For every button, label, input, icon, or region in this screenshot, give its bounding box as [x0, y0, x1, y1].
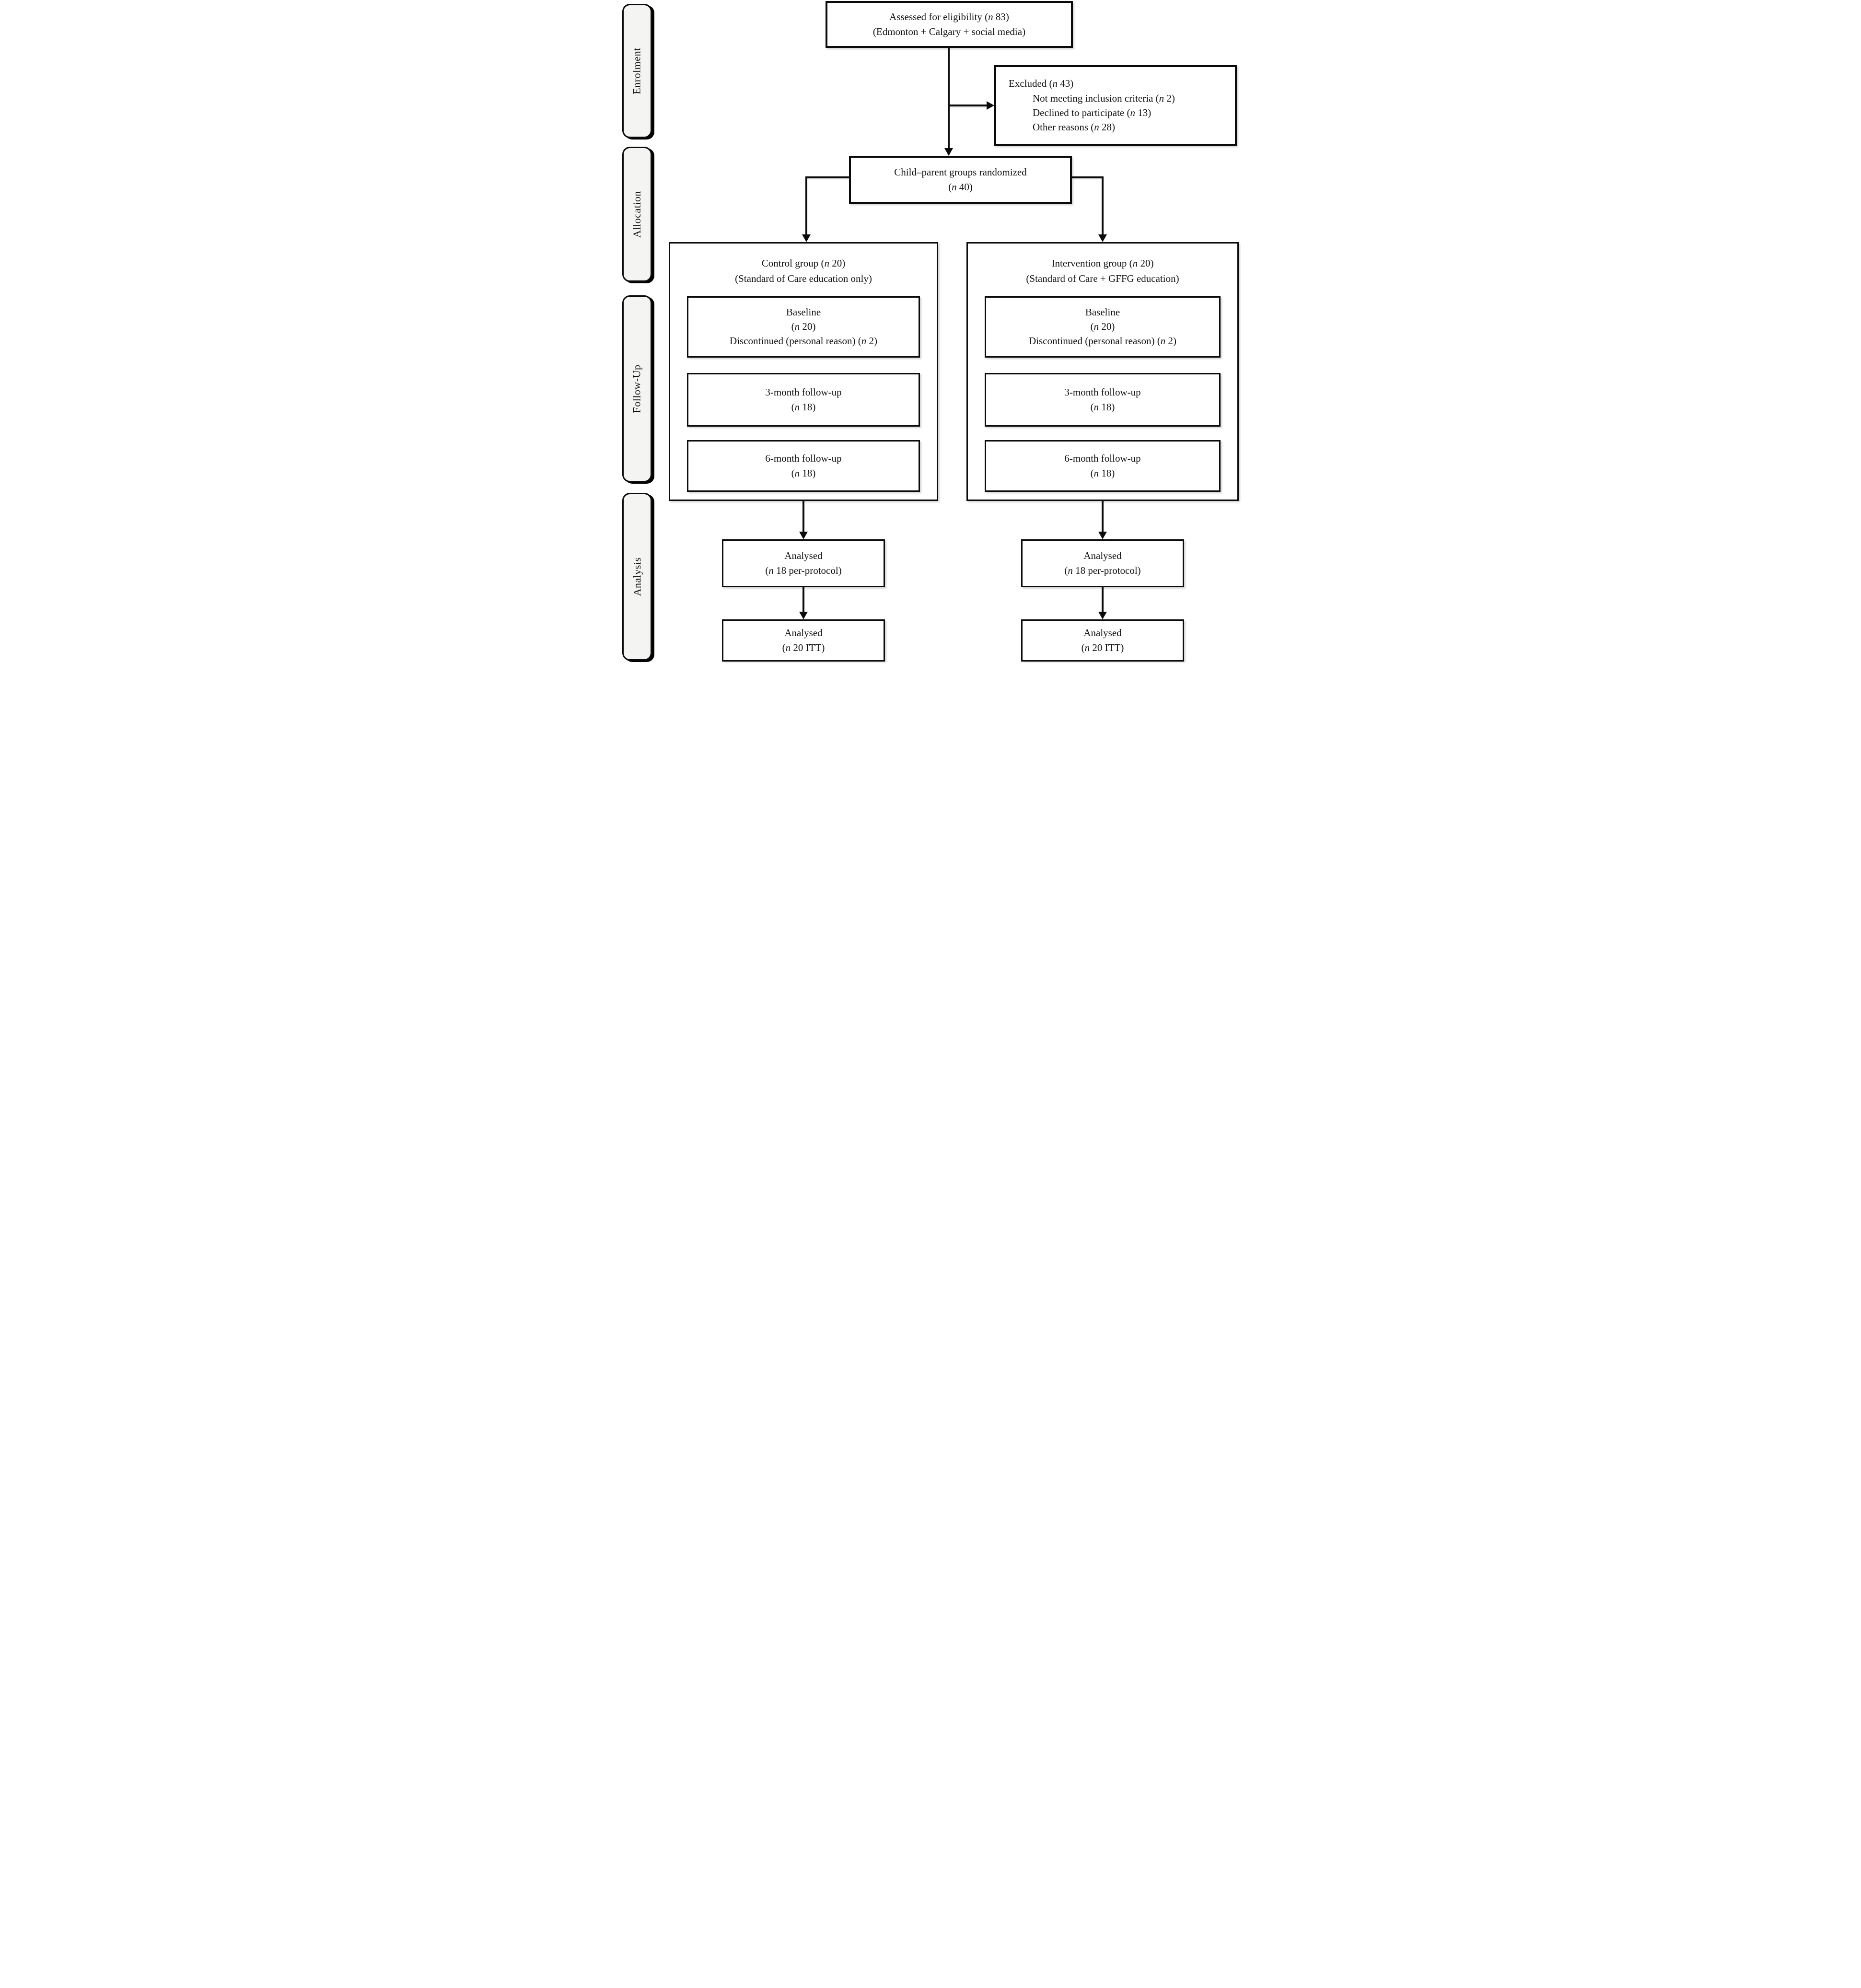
excluded-title: Excluded (n 43): [1009, 78, 1074, 90]
randomized-box: Child–parent groups randomized (n 40): [849, 156, 1072, 204]
control-6month-box: 6-month follow-up (n 18): [687, 440, 920, 492]
analysed-line: Analysed: [784, 627, 823, 639]
connector-intervention-analysed: [1102, 501, 1104, 532]
randomized-line: (n 40): [948, 181, 973, 193]
phase-label-allocation: Allocation: [622, 147, 652, 282]
assessed-line: (Edmonton + Calgary + social media): [872, 26, 1026, 37]
arrowhead-into-intervention-analysed-itt: [1098, 612, 1107, 619]
arrowhead-into-control: [802, 234, 811, 242]
analysed-line: Analysed: [784, 549, 823, 561]
connector-control-analysed-itt: [803, 587, 804, 612]
stage-line: Discontinued (personal reason) (n 2): [1029, 335, 1176, 347]
stage-line: Discontinued (personal reason) (n 2): [730, 335, 877, 347]
excluded-box: Excluded (n 43) Not meeting inclusion cr…: [994, 65, 1237, 146]
stage-line: Baseline: [786, 306, 821, 318]
assessed-line: Assessed for eligibility (n 83): [889, 11, 1009, 23]
arrowhead-into-excluded: [987, 101, 994, 110]
intervention-3month-box: 3-month follow-up (n 18): [985, 373, 1221, 427]
arrowhead-into-randomized: [944, 148, 953, 156]
connector-intervention-analysed-itt: [1102, 587, 1104, 612]
connector-elbow-left-v: [805, 176, 807, 235]
consort-flow-diagram: Enrolment Allocation Follow-Up Analysis …: [620, 0, 1241, 663]
intervention-header-line: Intervention group (n 20): [1051, 257, 1154, 269]
analysed-line: (n 18 per-protocol): [765, 565, 842, 576]
arrowhead-into-control-analysed-itt: [799, 612, 808, 619]
analysed-line: Analysed: [1083, 627, 1122, 639]
phase-label-analysis: Analysis: [622, 493, 652, 661]
intervention-baseline-box: Baseline (n 20) Discontinued (personal r…: [985, 296, 1221, 358]
intervention-header-line: (Standard of Care + GFFG education): [1026, 272, 1179, 284]
stage-line: 3-month follow-up: [1064, 386, 1141, 398]
control-3month-box: 3-month follow-up (n 18): [687, 373, 920, 427]
analysed-line: Analysed: [1083, 549, 1122, 561]
connector-elbow-right-v: [1102, 176, 1104, 235]
control-analysed-pp-box: Analysed (n 18 per-protocol): [722, 539, 885, 587]
connector-elbow-right-h: [1072, 176, 1103, 178]
stage-line: 6-month follow-up: [765, 452, 842, 464]
phase-label-text: Allocation: [631, 191, 643, 238]
control-header-line: Control group (n 20): [761, 257, 846, 269]
stage-line: (n 18): [1090, 467, 1115, 479]
excluded-reason: Other reasons (n 28): [1033, 121, 1116, 133]
connector-assessed-randomized: [948, 48, 950, 149]
stage-line: 3-month follow-up: [765, 386, 842, 398]
analysed-line: (n 18 per-protocol): [1064, 565, 1141, 576]
excluded-reason: Declined to participate (n 13): [1033, 107, 1151, 118]
control-baseline-box: Baseline (n 20) Discontinued (personal r…: [687, 296, 920, 358]
phase-label-text: Follow-Up: [631, 364, 643, 413]
phase-label-text: Enrolment: [631, 47, 643, 94]
intervention-analysed-itt-box: Analysed (n 20 ITT): [1021, 619, 1184, 662]
arrowhead-into-intervention-analysed-pp: [1098, 532, 1107, 539]
connector-branch-excluded: [949, 105, 988, 106]
connector-elbow-left-h: [806, 176, 849, 178]
connector-control-analysed: [803, 501, 804, 532]
control-analysed-itt-box: Analysed (n 20 ITT): [722, 619, 885, 662]
arrowhead-into-intervention: [1098, 234, 1107, 242]
stage-line: (n 20): [1090, 321, 1115, 333]
phase-label-text: Analysis: [631, 557, 643, 596]
stage-line: (n 18): [1090, 401, 1115, 413]
phase-label-enrolment: Enrolment: [622, 4, 652, 138]
stage-line: (n 18): [791, 401, 816, 413]
stage-line: Baseline: [1085, 306, 1120, 318]
phase-label-follow-up: Follow-Up: [622, 295, 652, 482]
intervention-6month-box: 6-month follow-up (n 18): [985, 440, 1221, 492]
stage-line: (n 18): [791, 467, 816, 479]
stage-line: (n 20): [791, 321, 816, 333]
analysed-line: (n 20 ITT): [1081, 642, 1124, 653]
intervention-analysed-pp-box: Analysed (n 18 per-protocol): [1021, 539, 1184, 587]
analysed-line: (n 20 ITT): [782, 642, 825, 653]
control-header-line: (Standard of Care education only): [735, 272, 872, 284]
stage-line: 6-month follow-up: [1064, 452, 1141, 464]
excluded-reason: Not meeting inclusion criteria (n 2): [1033, 92, 1175, 104]
arrowhead-into-control-analysed-pp: [799, 532, 808, 539]
randomized-line: Child–parent groups randomized: [894, 166, 1027, 178]
assessed-box: Assessed for eligibility (n 83) (Edmonto…: [826, 1, 1073, 48]
